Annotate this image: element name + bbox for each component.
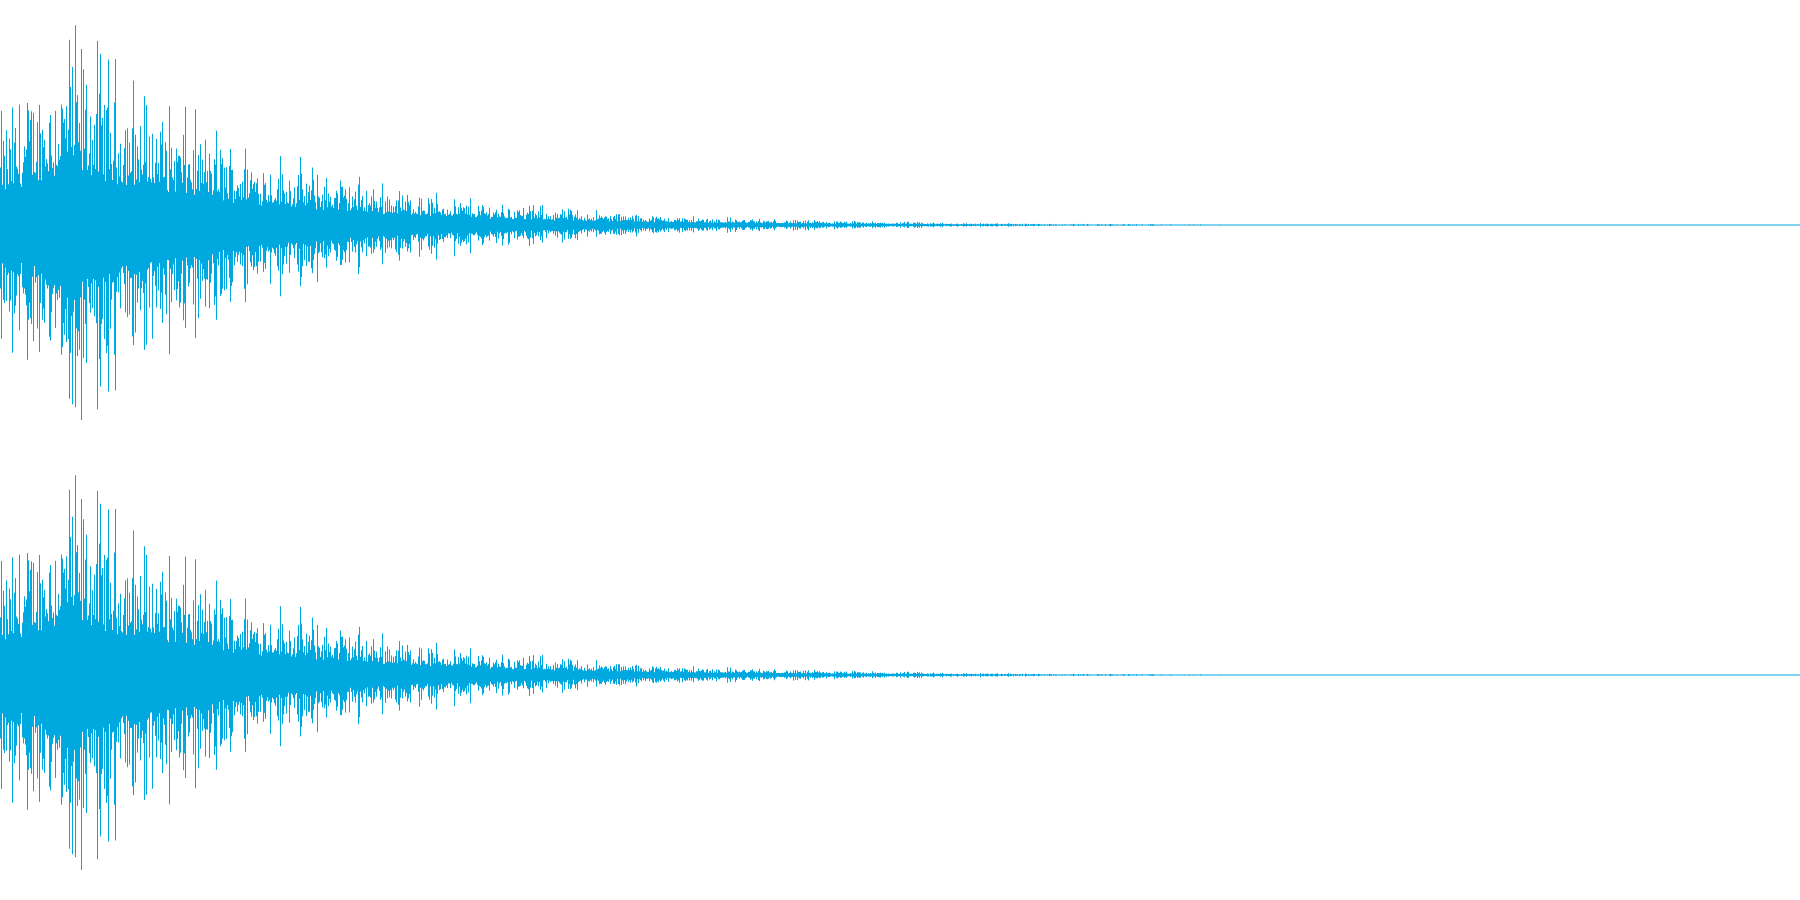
waveform-top-path: [0, 25, 1800, 420]
waveform-channel-bottom[interactable]: [0, 450, 1800, 900]
waveform-bottom-svg: [0, 475, 1800, 870]
waveform-channel-top[interactable]: [0, 0, 1800, 450]
waveform-bottom-path: [0, 475, 1800, 870]
waveform-top-svg: [0, 25, 1800, 420]
